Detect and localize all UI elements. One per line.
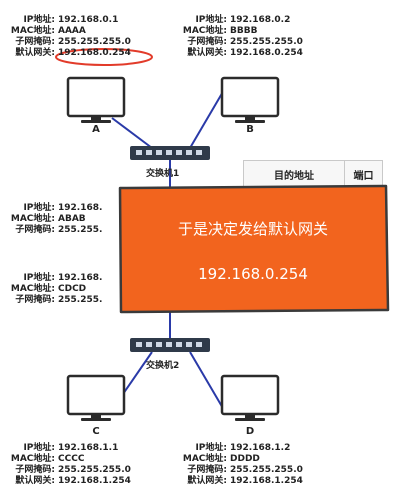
computer-c-icon xyxy=(66,374,126,421)
mac-label: MAC地址: xyxy=(10,284,55,294)
ip-label: IP地址: xyxy=(23,273,55,283)
mask-label: 子网掩码: xyxy=(15,37,55,47)
switch-2-icon xyxy=(130,338,210,352)
host-c-label: C xyxy=(92,426,100,437)
gateway-highlight xyxy=(55,48,153,66)
host-b-mask: 255.255.255.0 xyxy=(230,37,303,47)
ip-label: IP地址: xyxy=(23,443,55,453)
mac-label: MAC地址: xyxy=(10,454,55,464)
host-b-info: IP地址:192.168.0.2 MAC地址:BBBB 子网掩码:255.255… xyxy=(176,15,303,59)
switch-2-label: 交换机2 xyxy=(146,361,180,371)
host-b-mac: BBBB xyxy=(230,26,258,36)
switch-1-icon xyxy=(130,146,210,160)
host-c-gateway: 192.168.1.254 xyxy=(58,476,131,486)
host-a-info: IP地址:192.168.0.1 MAC地址:AAAA 子网掩码:255.255… xyxy=(4,15,131,59)
mask-label: 子网掩码: xyxy=(187,37,227,47)
mask-label: 子网掩码: xyxy=(15,465,55,475)
router-left-ip-2: 192.168. xyxy=(58,273,103,283)
ip-label: IP地址: xyxy=(23,203,55,213)
computer-a-icon xyxy=(66,76,126,123)
host-d-label: D xyxy=(245,426,255,437)
computer-d-icon xyxy=(220,374,280,421)
host-b-ip: 192.168.0.2 xyxy=(230,15,291,25)
router-left-mask-1: 255.255. xyxy=(58,225,103,235)
ip-label: IP地址: xyxy=(195,443,227,453)
host-a-ip: 192.168.0.1 xyxy=(58,15,119,25)
host-a-mac: AAAA xyxy=(58,26,86,36)
link-b-switch1 xyxy=(189,89,225,149)
mac-label: MAC地址: xyxy=(182,454,227,464)
router-left-info-1: IP地址:192.168. MAC地址:ABAB 子网掩码:255.255. xyxy=(4,203,103,236)
host-b-gateway: 192.168.0.254 xyxy=(230,48,303,58)
host-c-ip: 192.168.1.1 xyxy=(58,443,119,453)
mask-label: 子网掩码: xyxy=(15,295,55,305)
gateway-label: 默认网关: xyxy=(15,48,55,58)
host-d-info: IP地址:192.168.1.2 MAC地址:DDDD 子网掩码:255.255… xyxy=(176,443,303,487)
switch-1-label: 交换机1 xyxy=(146,169,180,179)
callout-message: 于是决定发给默认网关 xyxy=(177,220,328,238)
gateway-label: 默认网关: xyxy=(187,48,227,58)
mask-label: 子网掩码: xyxy=(187,465,227,475)
router-left-mask-2: 255.255. xyxy=(58,295,103,305)
mac-label: MAC地址: xyxy=(10,214,55,224)
link-a-switch1 xyxy=(111,117,153,149)
router-left-ip-1: 192.168. xyxy=(58,203,103,213)
col-dest-address: 目的地址 xyxy=(244,161,345,187)
host-a-gateway: 192.168.0.254 xyxy=(58,48,131,58)
link-d-switch2 xyxy=(189,351,225,411)
mac-label: MAC地址: xyxy=(182,26,227,36)
ip-label: IP地址: xyxy=(195,15,227,25)
host-d-ip: 192.168.1.2 xyxy=(230,443,291,453)
host-d-mask: 255.255.255.0 xyxy=(230,465,303,475)
router-left-mac-2: CDCD xyxy=(58,284,87,294)
callout-gateway-ip: 192.168.0.254 xyxy=(198,265,308,283)
host-a-label: A xyxy=(92,124,100,135)
host-c-info: IP地址:192.168.1.1 MAC地址:CCCC 子网掩码:255.255… xyxy=(4,443,131,487)
gateway-label: 默认网关: xyxy=(187,476,227,486)
host-a-mask: 255.255.255.0 xyxy=(58,37,131,47)
col-port: 端口 xyxy=(353,170,374,182)
router-left-info-2: IP地址:192.168. MAC地址:CDCD 子网掩码:255.255. xyxy=(4,273,103,306)
router-left-mac-1: ABAB xyxy=(58,214,86,224)
table-header: 目的地址 端口 xyxy=(243,160,383,188)
host-d-mac: DDDD xyxy=(230,454,260,464)
computer-b-icon xyxy=(220,76,280,123)
mask-label: 子网掩码: xyxy=(15,225,55,235)
host-d-gateway: 192.168.1.254 xyxy=(230,476,303,486)
gateway-label: 默认网关: xyxy=(15,476,55,486)
mac-label: MAC地址: xyxy=(10,26,55,36)
host-b-label: B xyxy=(246,124,254,135)
ip-label: IP地址: xyxy=(23,15,55,25)
host-c-mask: 255.255.255.0 xyxy=(58,465,131,475)
host-c-mac: CCCC xyxy=(58,454,85,464)
